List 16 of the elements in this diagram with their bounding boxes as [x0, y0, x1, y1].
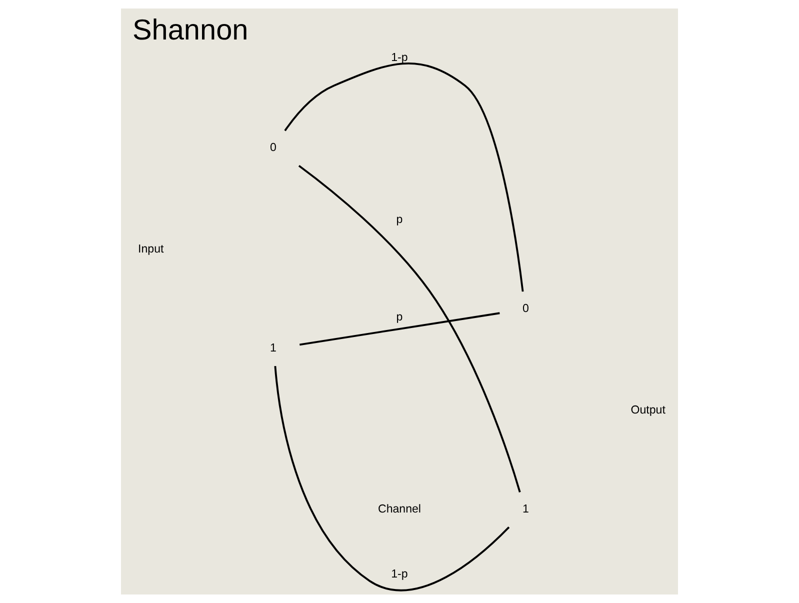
node-text: 0: [270, 142, 276, 154]
label: Channel: [378, 504, 422, 516]
node-text: 1: [522, 504, 529, 516]
connector: [299, 312, 500, 346]
edge-label: 1-p: [391, 52, 408, 64]
node-text: 0: [522, 303, 529, 316]
diagram-title: Shannon: [132, 14, 248, 46]
connector: [284, 62, 524, 292]
connector: [274, 366, 510, 591]
connector: [298, 164, 521, 492]
label: Input: [138, 243, 164, 256]
label: Output: [630, 404, 666, 416]
edge-label: 1-p: [391, 568, 408, 581]
edge-label: p: [396, 311, 403, 324]
node-text: 1: [270, 342, 276, 355]
edge-label: p: [396, 214, 403, 226]
